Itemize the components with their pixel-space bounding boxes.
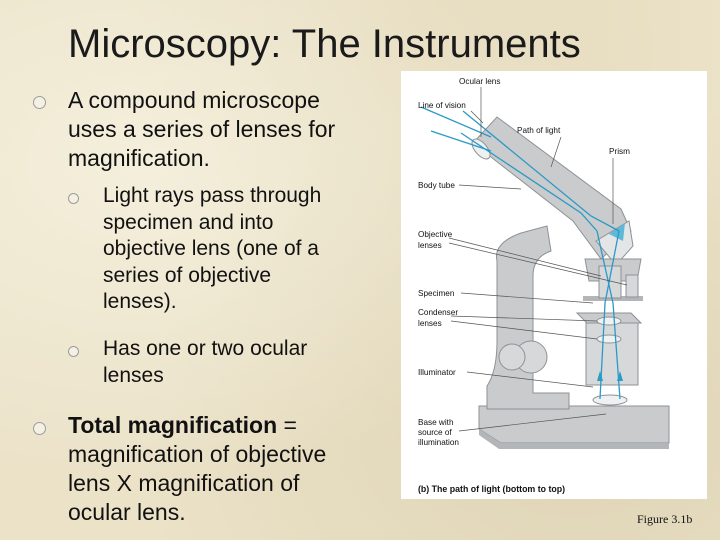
slide-title: Microscopy: The Instruments [68,22,581,66]
condenser-lens [596,316,622,326]
total-magnification-line: Total magnification = [68,411,326,440]
label-specimen: Specimen [418,289,455,298]
figure-number: Figure 3.1b [637,512,693,526]
intro-line: uses a series of lenses for [68,116,336,142]
sub-bullet-line: lenses). [103,290,177,313]
light-path [420,106,621,400]
intro-line: A compound microscope [68,87,320,113]
total-magnification-term: Total magnification [68,412,278,438]
label-ocular-lens: Ocular lens [459,77,500,86]
total-magnification-line: magnification of objective [68,441,327,467]
label-line-of-vision: Line of vision [418,101,466,110]
bullet-icon [33,96,46,109]
label-condenser-lenses: Condenser [418,308,458,317]
label-path-of-light: Path of light [517,126,561,135]
sub-bullet-line: objective lens (one of a [103,237,319,260]
illuminator-lamp [592,394,628,406]
sub-bullet-icon [68,346,79,357]
sub-bullet-line: lenses [103,363,164,387]
label-objective-lenses: Objective [418,230,453,239]
equals-sign: = [277,412,297,438]
sub-bullet-line: specimen and into [103,210,274,234]
microscope-figure: Ocular lens Line of vision Path of light… [401,71,707,499]
label-body-tube: Body tube [418,181,455,190]
sub-bullet-icon [68,193,79,204]
microscope-diagram: Ocular lens Line of vision Path of light… [418,77,670,494]
objective-lens [598,265,622,299]
label-base: Base with [418,418,454,427]
label-condenser-lenses-line2: lenses [418,319,442,328]
figure-labels: Ocular lens Line of vision Path of light… [418,77,630,494]
sub-bullet-line: Has one or two ocular [103,337,308,360]
intro-paragraph: A compound microscope uses a series of l… [68,86,335,173]
intro-line: magnification. [68,145,210,171]
sub-bullet-line: series of objective [103,263,272,287]
leader-lines [448,87,628,432]
figure-subcaption: (b) The path of light (bottom to top) [418,484,565,494]
total-magnification-paragraph: Total magnification = magnification of o… [68,411,326,527]
label-base-line2: source of [418,428,452,437]
label-base-line3: illumination [418,438,459,447]
microscope-base [478,405,670,444]
total-magnification-line: ocular lens. [68,499,186,525]
label-illuminator: Illuminator [418,368,456,377]
label-objective-lenses-line2: lenses [418,241,442,250]
sub-bullet-line: Light rays pass through [103,184,322,207]
total-magnification-line: lens X magnification of [68,470,300,496]
bullet-icon [33,422,46,435]
label-prism: Prism [609,147,630,156]
sub-bullet-light-rays: Light rays pass through specimen and int… [103,183,321,316]
sub-bullet-ocular: Has one or two ocular lenses [103,336,307,389]
